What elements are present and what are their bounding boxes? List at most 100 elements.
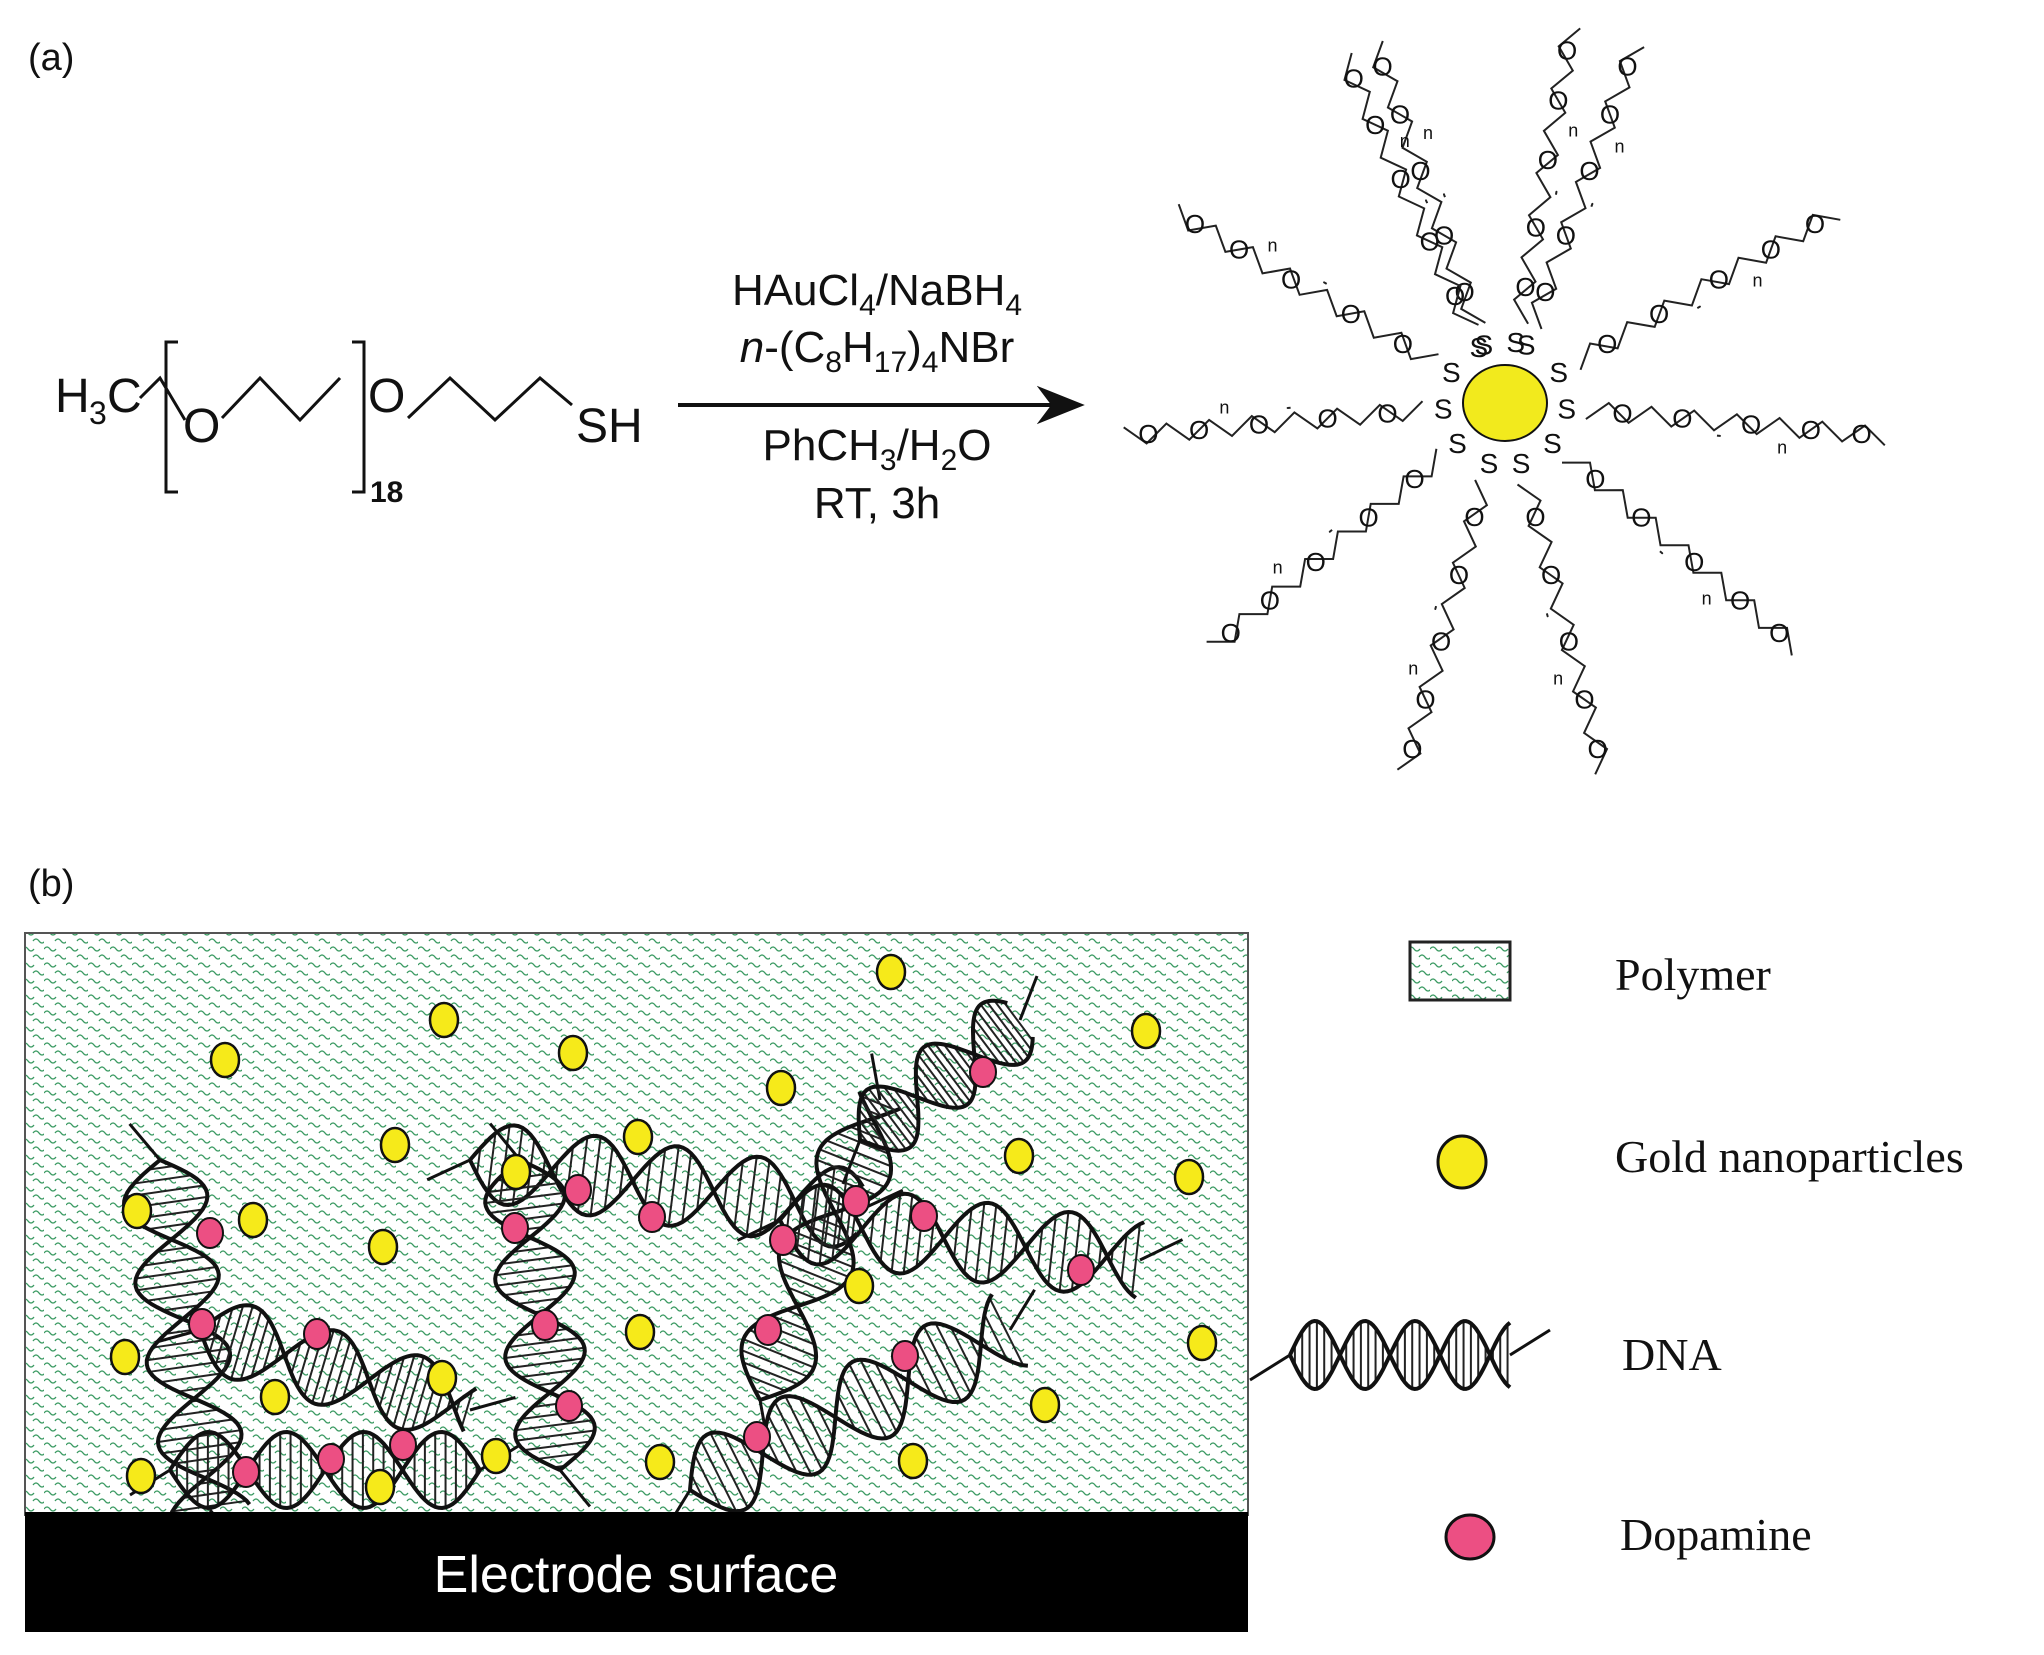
oxygen-atom: O bbox=[1341, 299, 1361, 329]
legend-polymer-label: Polymer bbox=[1615, 949, 1771, 1000]
oxygen-atom: O bbox=[1709, 265, 1729, 295]
oxygen-atom: O bbox=[1390, 164, 1410, 194]
dopamine-molecule bbox=[232, 1456, 260, 1488]
repeat-n: n bbox=[1553, 669, 1563, 689]
dopamine-molecule bbox=[891, 1340, 919, 1372]
legend-dna-label: DNA bbox=[1622, 1329, 1722, 1380]
oxygen-atom: O bbox=[1631, 502, 1651, 532]
oxygen-atom: O bbox=[1185, 209, 1205, 239]
legend-dna-icon bbox=[1249, 1318, 1551, 1392]
oxygen-atom: O bbox=[1672, 404, 1692, 434]
oxygen-atom: O bbox=[1377, 398, 1397, 428]
oxygen-atom: O bbox=[1431, 627, 1451, 657]
dopamine-molecule bbox=[531, 1309, 559, 1341]
oxygen-atom: O bbox=[1535, 277, 1555, 307]
repeat-n: n bbox=[1568, 121, 1578, 141]
dopamine-molecule bbox=[555, 1390, 583, 1422]
dna-helix bbox=[664, 1288, 1036, 1532]
oxygen-atom: O bbox=[1588, 734, 1608, 764]
sulfur-atom: S bbox=[1543, 428, 1562, 459]
repeat-n: n bbox=[1400, 131, 1410, 151]
oxygen-atom: O bbox=[1138, 419, 1158, 449]
oxygen-atom: O bbox=[1464, 502, 1484, 532]
oxygen-atom: O bbox=[1221, 618, 1241, 648]
sulfur-atom: S bbox=[1469, 332, 1488, 363]
oxygen-atom: O bbox=[1318, 404, 1338, 434]
legend-dopamine-swatch bbox=[1444, 1513, 1496, 1561]
oxygen-atom: O bbox=[1548, 86, 1568, 116]
gold-nanoparticle bbox=[367, 1228, 399, 1266]
repeat-n: n bbox=[1423, 123, 1433, 143]
peg-thiol-reactant: H 3 C O 18 O SH bbox=[55, 340, 643, 509]
oxygen-atom: O bbox=[1574, 685, 1594, 715]
repeat-n: n bbox=[1702, 588, 1712, 608]
gold-nanoparticle bbox=[237, 1201, 269, 1239]
gold-nanoparticle bbox=[209, 1041, 241, 1079]
dopamine-molecule bbox=[196, 1217, 224, 1249]
condition-line-3: PhCH3/H2O bbox=[763, 421, 992, 477]
oxygen-atom: O bbox=[1649, 299, 1669, 329]
gold-nanoparticle bbox=[843, 1267, 875, 1305]
dna-helix bbox=[154, 1303, 516, 1433]
h3c-c: C bbox=[107, 370, 142, 423]
dopamine-molecule bbox=[769, 1224, 797, 1256]
oxygen-atom: O bbox=[1730, 585, 1750, 615]
oxygen-atom: O bbox=[1761, 235, 1781, 265]
dopamine-molecule bbox=[389, 1429, 417, 1461]
gold-nanoparticle bbox=[557, 1034, 589, 1072]
dopamine-molecule bbox=[910, 1200, 938, 1232]
sulfur-atom: S bbox=[1549, 357, 1568, 388]
oxygen-atom: O bbox=[1365, 110, 1385, 140]
oxygen-atom: O bbox=[1359, 502, 1379, 532]
reaction-conditions: HAuCl4/NaBH4 n-(C8H17)4NBr PhCH3/H2O RT,… bbox=[678, 266, 1085, 528]
gold-nanoparticle bbox=[1029, 1386, 1061, 1424]
oxygen-atom: O bbox=[1541, 560, 1561, 590]
oxygen-atom: O bbox=[1260, 585, 1280, 615]
repeat-n: n bbox=[1273, 558, 1283, 578]
sulfur-atom: S bbox=[1434, 393, 1453, 424]
oxygen-atom: O bbox=[1189, 415, 1209, 445]
sulfur-atom: S bbox=[1442, 357, 1461, 388]
repeat-n: n bbox=[1268, 236, 1278, 256]
oxygen-atom: O bbox=[1600, 100, 1620, 130]
sulfur-atom: S bbox=[1512, 448, 1531, 479]
oxygen-atom: O bbox=[1612, 398, 1632, 428]
legend-dopamine-label: Dopamine bbox=[1620, 1509, 1812, 1560]
oxygen-atom: O bbox=[1393, 329, 1413, 359]
legend: Polymer Gold nanoparticles DNA Dopamine bbox=[1249, 940, 1964, 1561]
oxygen-atom: O bbox=[1557, 35, 1577, 65]
electrode-schematic: Electrode surface bbox=[24, 932, 1249, 1632]
oxygen-atom: O bbox=[1415, 685, 1435, 715]
dopamine-molecule bbox=[842, 1185, 870, 1217]
legend-gold-label: Gold nanoparticles bbox=[1615, 1131, 1964, 1182]
oxygen-atom: O bbox=[1390, 100, 1410, 130]
panel-b-label: (b) bbox=[28, 863, 74, 905]
oxygen-atom: O bbox=[1402, 734, 1422, 764]
oxygen-atom: O bbox=[1597, 329, 1617, 359]
oxygen-atom: O bbox=[1449, 560, 1469, 590]
condition-line-1: HAuCl4/NaBH4 bbox=[732, 266, 1022, 322]
gold-nanoparticle bbox=[765, 1069, 797, 1107]
gold-nanoparticle bbox=[428, 1001, 460, 1039]
repeat-n: n bbox=[1219, 397, 1229, 417]
oxygen-atom: O bbox=[1617, 52, 1637, 82]
oxygen-atom: O bbox=[1372, 52, 1392, 82]
gold-nanoparticle bbox=[125, 1457, 157, 1495]
oxygen-atom: O bbox=[1556, 221, 1576, 251]
gold-nanoparticle bbox=[1130, 1012, 1162, 1050]
gold-nanoparticle bbox=[426, 1359, 458, 1397]
condition-line-4: RT, 3h bbox=[814, 479, 940, 528]
legend-gold-swatch bbox=[1436, 1134, 1488, 1190]
repeat-n: n bbox=[1752, 270, 1762, 290]
thiol-group: SH bbox=[576, 400, 643, 453]
dna-helix bbox=[841, 975, 1039, 1185]
